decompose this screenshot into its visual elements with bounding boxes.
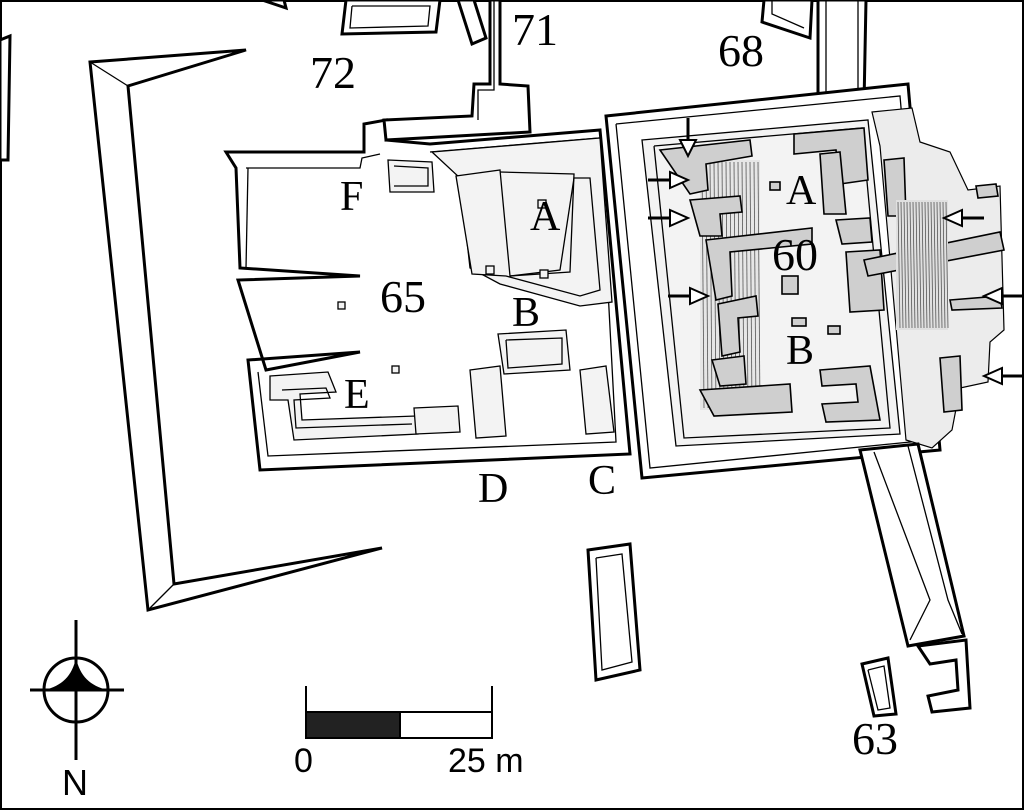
stair-step [936, 201, 940, 329]
label-structure-60: 60 [772, 229, 818, 280]
scale-end-label: 25 m [448, 742, 524, 780]
north-label: N [62, 762, 88, 803]
label-60-a: A [786, 168, 817, 214]
stair-step [749, 161, 753, 409]
stair-step [900, 201, 904, 329]
label-structure-68: 68 [718, 25, 764, 76]
structure-65 [223, 118, 632, 472]
stair-step [930, 201, 934, 329]
label-structure-63: 63 [852, 713, 898, 764]
stair-step [912, 201, 916, 329]
label-65-c: C [588, 458, 616, 504]
stair-step [933, 201, 937, 329]
structure-60 [604, 82, 1005, 480]
stair-step [897, 201, 901, 329]
label-structure-72: 72 [310, 47, 356, 98]
top-fragments [0, 0, 868, 162]
stair-step [745, 161, 749, 409]
stair-step [924, 201, 928, 329]
stair-step [927, 201, 931, 329]
north-arrow: N [30, 620, 124, 803]
entry-arrow [981, 286, 1024, 306]
label-65-b: B [512, 290, 540, 336]
label-structure-71: 71 [512, 4, 558, 55]
entry-arrow [941, 208, 984, 228]
label-structure-65: 65 [380, 271, 426, 322]
stair-step [915, 201, 919, 329]
stair-step [903, 201, 907, 329]
entry-arrows [648, 118, 1024, 386]
stair-step [906, 201, 910, 329]
stair-step [757, 161, 761, 409]
east-stairs [896, 200, 949, 330]
stair-step [921, 201, 925, 329]
label-65-f: F [340, 174, 363, 220]
stair-step [939, 201, 943, 329]
label-60-b: B [786, 328, 814, 374]
label-65-e: E [344, 372, 370, 418]
structure-72-enclosure [88, 48, 383, 612]
entry-arrow [981, 366, 1024, 386]
entry-arrow [668, 286, 711, 306]
stair-step [909, 201, 913, 329]
label-65-d: D [478, 466, 508, 512]
stair-step [942, 201, 946, 329]
structure-63-causeway [586, 442, 972, 718]
entry-arrow [648, 208, 691, 228]
stair-step [945, 201, 949, 329]
entry-arrow [648, 170, 691, 190]
scale-start-label: 0 [294, 742, 313, 780]
stair-step [753, 161, 757, 409]
scale-bar: 0 25 m [294, 686, 524, 780]
entry-arrow [678, 118, 698, 159]
label-65-a: A [530, 194, 561, 240]
stair-step [918, 201, 922, 329]
structure-71-building [382, 0, 532, 142]
